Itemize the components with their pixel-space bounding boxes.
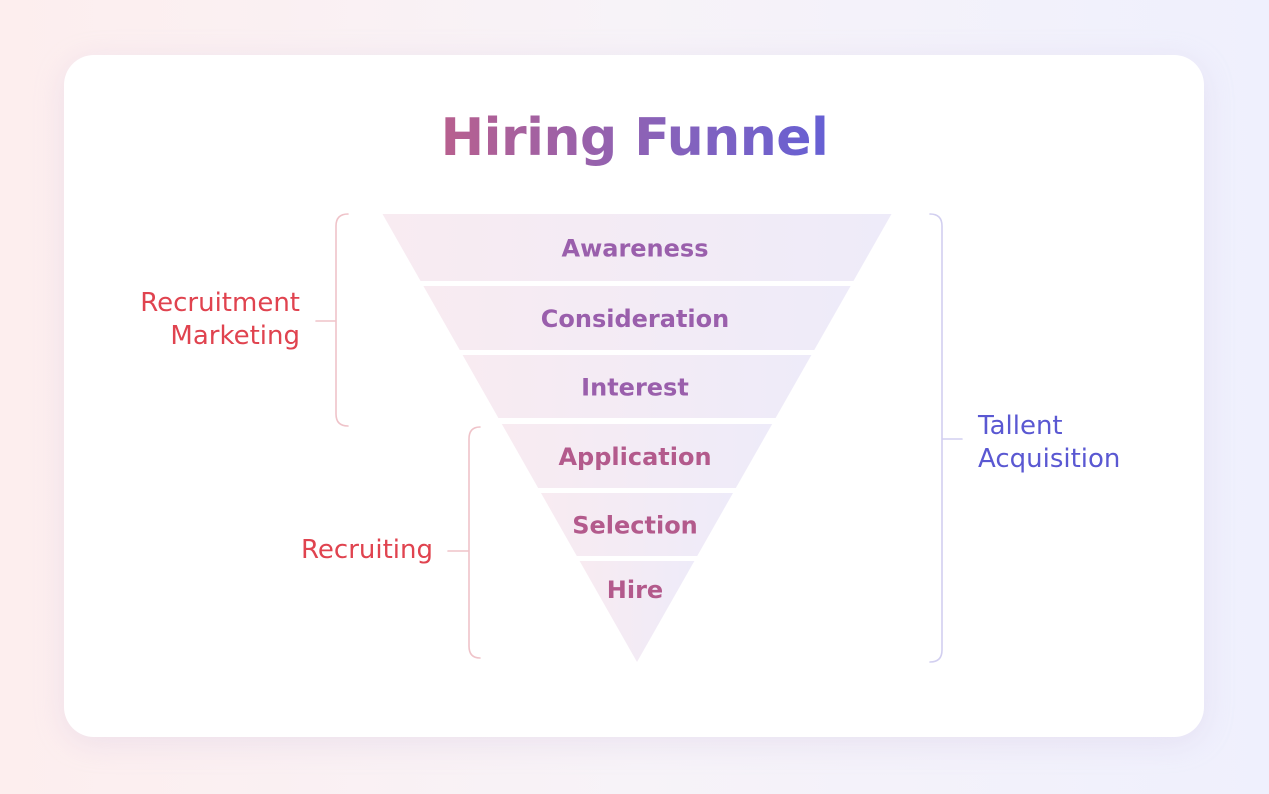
funnel-stage-selection xyxy=(540,493,734,556)
recruitment-marketing-bracket xyxy=(315,213,349,427)
page-title: Hiring Funnel xyxy=(440,108,829,168)
recruiting-bracket xyxy=(447,426,481,659)
funnel-stage-label: Application xyxy=(558,443,711,471)
talent-acquisition-bracket xyxy=(929,213,963,663)
funnel-stage-application xyxy=(501,424,773,488)
recruitment-marketing-label: Recruitment Marketing xyxy=(140,288,300,351)
talent-acquisition-label: Tallent Acquisition xyxy=(978,411,1121,474)
funnel-stage-label: Interest xyxy=(581,374,689,402)
funnel-stage-label: Hire xyxy=(607,576,663,604)
funnel-stage-awareness xyxy=(382,214,892,281)
funnel-stage-interest xyxy=(462,355,812,418)
funnel-stage-hire xyxy=(579,561,695,662)
funnel-stage-consideration xyxy=(423,286,851,350)
funnel-stage-label: Selection xyxy=(572,512,698,540)
funnel-stage-label: Awareness xyxy=(562,235,709,263)
funnel-stage-label: Consideration xyxy=(541,305,729,333)
recruiting-label: Recruiting xyxy=(301,535,433,565)
